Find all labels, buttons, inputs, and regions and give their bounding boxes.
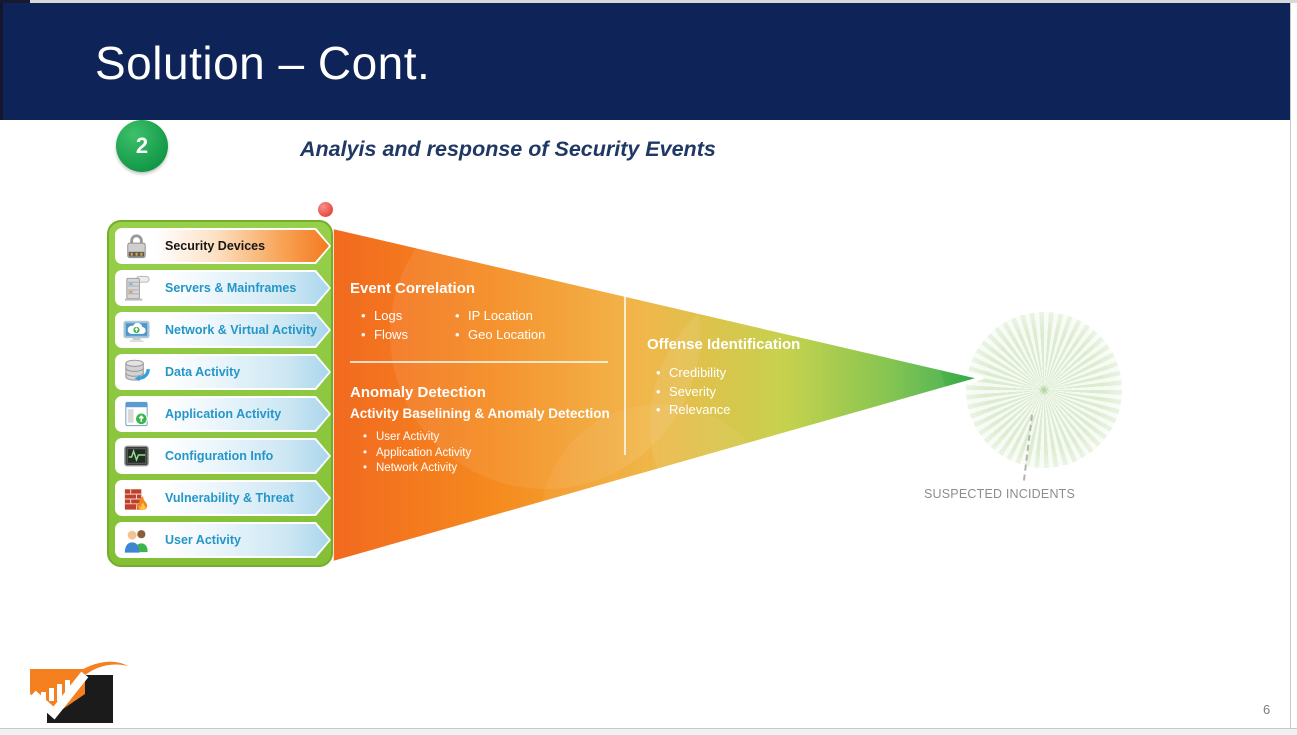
- sidebar-item-label: User Activity: [165, 533, 241, 547]
- anomaly-detection-subtitle: Activity Baselining & Anomaly Detection: [350, 406, 610, 421]
- sidebar-item-configuration-info: Configuration Info: [115, 438, 331, 474]
- sidebar-item-application-activity: Application Activity: [115, 396, 331, 432]
- database-icon: [125, 359, 150, 382]
- offense-identification-bullets: Credibility Severity Relevance: [656, 364, 730, 420]
- suspected-incidents-label: SUSPECTED INCIDENTS: [924, 487, 1076, 501]
- funnel-origin-dot: [318, 202, 333, 217]
- sidebar-item-user-activity: User Activity: [115, 522, 331, 558]
- event-correlation-bullets: Logs Flows IP Location Geo Location: [361, 306, 545, 344]
- network-cloud-icon: [123, 320, 150, 343]
- bullet-user-activity: User Activity: [363, 430, 471, 446]
- application-window-icon: [125, 401, 148, 427]
- step-number: 2: [135, 133, 149, 158]
- funnel-horizontal-divider: [350, 361, 608, 363]
- slide-bottom-boundary: [0, 728, 1297, 729]
- sidebar-item-label: Data Activity: [165, 365, 241, 379]
- sidebar-item-security-devices: Security Devices: [115, 228, 331, 264]
- window-top-edge-dark: [0, 0, 30, 3]
- sidebar-item-servers-mainframes: Servers & Mainframes: [115, 270, 331, 306]
- company-logo: [29, 661, 128, 723]
- sidebar-item-label: Application Activity: [165, 407, 282, 421]
- firewall-flame-icon: [124, 489, 148, 511]
- suspected-incidents-starburst: [966, 312, 1122, 468]
- step-caption: Analyis and response of Security Events: [300, 137, 716, 161]
- bullet-application-activity: Application Activity: [363, 446, 471, 462]
- sidebar-item-data-activity: Data Activity: [115, 354, 331, 390]
- funnel-vertical-divider: [624, 291, 626, 455]
- bullet-logs: Logs: [361, 306, 431, 325]
- sidebar-item-label: Network & Virtual Activity: [165, 323, 318, 337]
- page-number: 6: [1263, 702, 1271, 717]
- window-top-edge-light: [30, 0, 1297, 3]
- server-icon: [124, 275, 150, 301]
- event-correlation-title: Event Correlation: [350, 280, 476, 297]
- configuration-screen-icon: [124, 445, 149, 467]
- bullet-network-activity: Network Activity: [363, 461, 471, 477]
- slide-title: Solution – Cont.: [95, 37, 431, 89]
- users-icon: [124, 530, 148, 553]
- window-left-edge: [0, 3, 3, 120]
- bullet-severity: Severity: [656, 383, 730, 402]
- sidebar-item-vulnerability-threat: Vulnerability & Threat: [115, 480, 331, 516]
- slide-header-band: Solution – Cont.: [3, 3, 1290, 120]
- bullet-geo-location: Geo Location: [455, 325, 545, 344]
- anomaly-detection-bullets: User Activity Application Activity Netwo…: [363, 430, 471, 477]
- anomaly-detection-title: Anomaly Detection: [350, 384, 486, 401]
- sidebar-item-label: Vulnerability & Threat: [165, 491, 294, 505]
- bullet-relevance: Relevance: [656, 401, 730, 420]
- window-bottom-strip: [0, 729, 1297, 735]
- step-number-badge: 2: [116, 120, 168, 172]
- sidebar-item-label: Security Devices: [165, 239, 266, 253]
- sidebar-item-network-virtual-activity: Network & Virtual Activity: [115, 312, 331, 348]
- slide-right-boundary: [1290, 3, 1291, 728]
- lock-icon: [127, 234, 146, 259]
- bullet-credibility: Credibility: [656, 364, 730, 383]
- sidebar-item-label: Configuration Info: [165, 449, 274, 463]
- bullet-flows: Flows: [361, 325, 431, 344]
- bullet-ip-location: IP Location: [455, 306, 545, 325]
- data-sources-panel: Security Devices Servers & Mainframes: [107, 220, 333, 567]
- sidebar-item-label: Servers & Mainframes: [165, 281, 297, 295]
- offense-identification-title: Offense Identification: [647, 336, 801, 353]
